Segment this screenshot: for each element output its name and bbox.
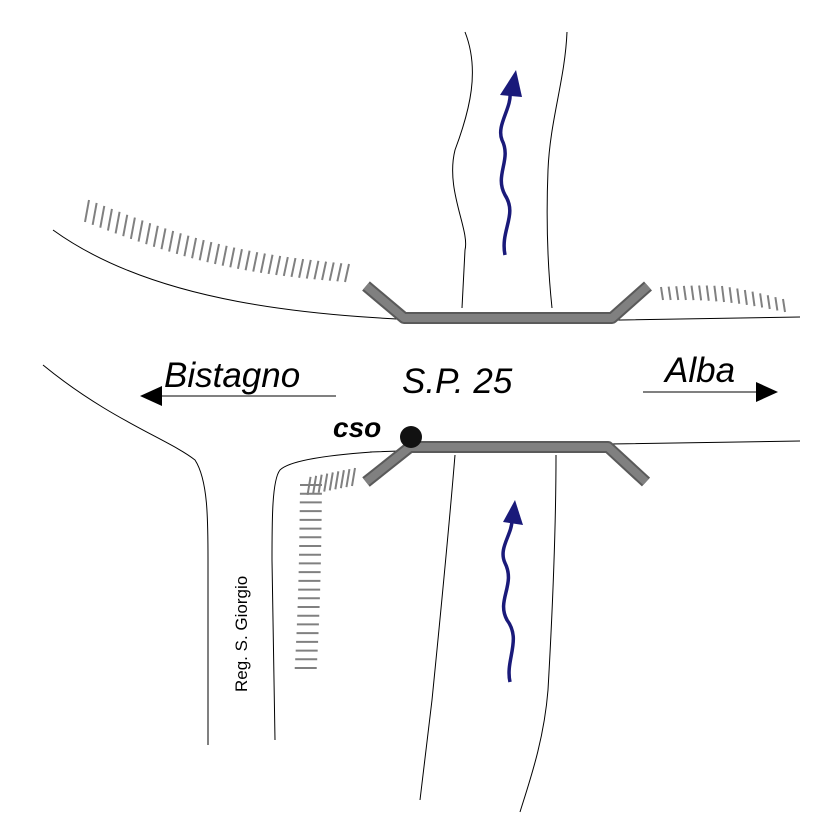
- hatch-tick: [290, 257, 297, 278]
- hatch-tick: [267, 254, 274, 275]
- hatch-tick: [145, 222, 152, 245]
- hatch-tick: [282, 256, 289, 277]
- embankment-hatch-upper-right: [660, 285, 786, 313]
- side-road-edge-right: [271, 451, 373, 741]
- hatch-tick: [323, 473, 329, 492]
- hatch-tick: [206, 241, 213, 263]
- hatch-tick: [99, 205, 106, 228]
- hatch-tick: [667, 286, 672, 301]
- hatch-tick: [766, 295, 771, 310]
- hatch-tick: [183, 235, 190, 257]
- hatch-tick: [168, 230, 175, 252]
- arrow-left-icon: [140, 386, 336, 406]
- stream-bank-lower-right: [519, 454, 557, 813]
- hatch-tick: [221, 245, 228, 266]
- hatch-tick: [660, 286, 664, 301]
- hatch-tick: [334, 471, 340, 490]
- hatch-tick: [774, 296, 779, 311]
- hatch-tick: [713, 285, 718, 302]
- hatch-tick: [782, 298, 786, 313]
- side-road-edge-left: [42, 364, 209, 745]
- hatch-tick: [328, 262, 335, 281]
- label-road: S.P. 25: [402, 362, 513, 401]
- hatch-tick: [705, 285, 710, 301]
- hatch-tick: [344, 263, 350, 283]
- road-edge-upper: [52, 229, 801, 323]
- hatch-tick: [106, 208, 113, 231]
- filled-circle-icon: [400, 426, 422, 448]
- hatch-tick: [736, 288, 741, 304]
- hatch-tick: [336, 263, 343, 282]
- stream-bank-upper-right: [546, 31, 568, 309]
- stream-bank-upper-left: [452, 31, 473, 309]
- hatch-tick: [728, 287, 733, 303]
- hatch-tick: [305, 259, 312, 279]
- hatch-tick: [252, 251, 259, 272]
- hatch-tick: [160, 228, 167, 250]
- wavy-flow-arrow-icon: [498, 70, 522, 256]
- hatch-tick: [690, 285, 695, 301]
- hatch-tick: [244, 250, 251, 271]
- hatch-tick: [214, 243, 220, 265]
- hatch-tick: [152, 225, 159, 247]
- hatch-tick: [682, 285, 687, 301]
- hatch-tick: [91, 202, 98, 226]
- wavy-flow-arrow-icon: [501, 500, 523, 683]
- hatch-tick: [129, 217, 136, 240]
- hatch-tick: [675, 286, 680, 301]
- label-right-destination: Alba: [663, 351, 735, 390]
- hatch-tick: [345, 468, 351, 488]
- hatch-tick: [317, 474, 323, 493]
- hatch-tick: [759, 293, 764, 308]
- hatch-tick: [236, 248, 243, 270]
- label-side-road: Reg. S. Giorgio: [232, 576, 251, 692]
- label-left-destination: Bistagno: [164, 356, 300, 395]
- hatch-tick: [339, 470, 345, 489]
- hatch-tick: [698, 285, 703, 301]
- hatch-tick: [229, 247, 236, 268]
- hatch-tick: [321, 261, 328, 281]
- hatch-tick: [137, 220, 144, 242]
- bridge-upper: [362, 281, 652, 324]
- hatch-tick: [122, 214, 129, 237]
- hatch-tick: [259, 253, 266, 273]
- arrow-right-icon: [643, 382, 778, 402]
- hatch-tick: [721, 285, 725, 303]
- hatch-tick: [313, 260, 320, 280]
- embankment-hatch-upper-left: [84, 199, 350, 283]
- hatch-tick: [198, 239, 205, 261]
- stream-bank-lower-left: [419, 454, 456, 801]
- hatch-tick: [191, 237, 198, 259]
- hatch-tick: [743, 289, 748, 306]
- hatch-tick: [351, 467, 356, 487]
- hatch-tick: [275, 255, 282, 276]
- hatch-tick: [751, 291, 756, 307]
- hatch-tick: [298, 258, 305, 278]
- hatch-tick: [328, 472, 334, 491]
- bridge-lower: [362, 441, 651, 487]
- embankment-hatch-lower-left: [294, 467, 356, 669]
- label-point: cso: [333, 412, 381, 443]
- hatch-tick: [114, 211, 121, 234]
- hatch-tick: [84, 199, 90, 223]
- hatch-tick: [175, 233, 182, 255]
